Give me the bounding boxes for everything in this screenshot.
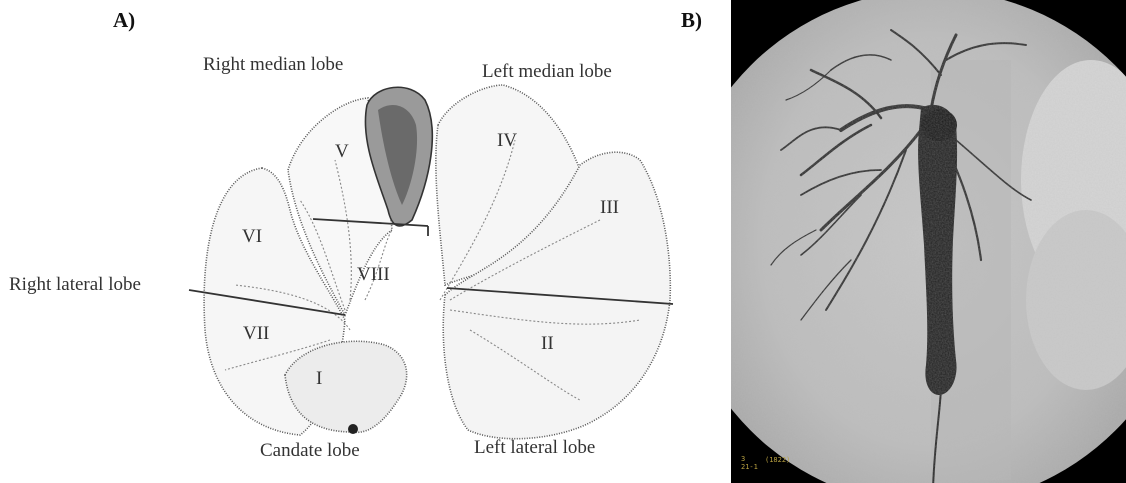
segment-label-VI: VI xyxy=(242,226,262,248)
label-left-median-lobe: Left median lobe xyxy=(482,61,612,83)
segment-label-V: V xyxy=(335,141,349,163)
segment-label-I: I xyxy=(316,368,322,390)
label-right-median-lobe: Right median lobe xyxy=(203,54,343,76)
segment-label-VII: VII xyxy=(243,323,269,345)
segment-label-IV: IV xyxy=(497,130,517,152)
venogram-image xyxy=(731,0,1126,483)
label-left-lateral-lobe: Left lateral lobe xyxy=(474,437,595,459)
label-caudate-lobe: Candate lobe xyxy=(260,440,360,462)
segment-label-VIII: VIII xyxy=(357,264,390,286)
osd-code: (1822) xyxy=(765,456,790,464)
osd-line-2: 21-1 xyxy=(741,463,758,471)
label-right-lateral-lobe: Right lateral lobe xyxy=(9,274,141,296)
panel-b-letter: B) xyxy=(681,8,702,33)
segment-label-II: II xyxy=(541,333,554,355)
segment-label-III: III xyxy=(600,197,619,219)
osd-line-1: 3 xyxy=(741,455,745,463)
